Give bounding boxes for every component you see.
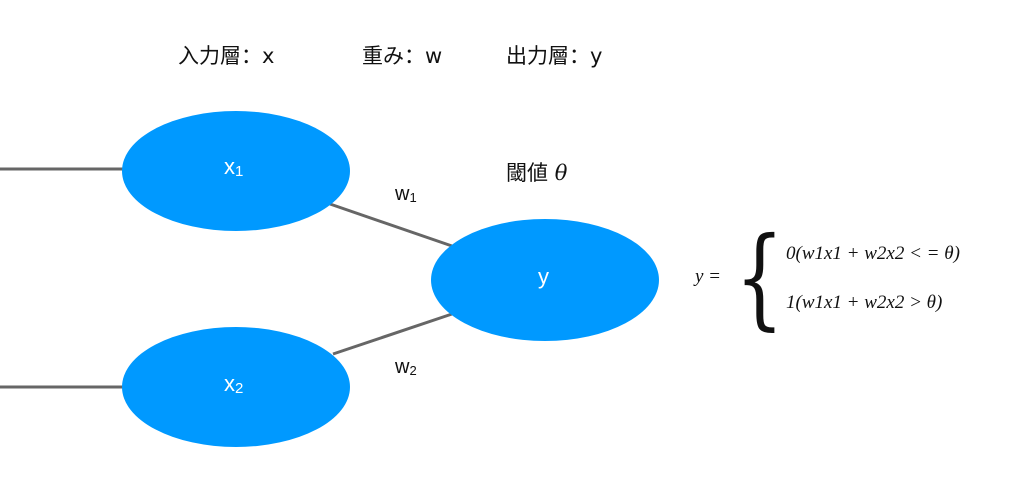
node-y-base: y (538, 264, 549, 289)
node-y (431, 219, 659, 341)
node-y-label: y (538, 264, 549, 290)
node-x1-sub: 1 (235, 163, 244, 180)
node-x1-base: x (224, 154, 235, 179)
weight-w2-sub: 2 (409, 363, 417, 378)
legend-output-layer: 出力層：y (506, 44, 603, 68)
node-x2-sub: 2 (235, 380, 244, 397)
weight-w2-base: w (395, 356, 410, 378)
formula-lhs: y = (695, 266, 722, 287)
legend-input-layer: 入力層：x (178, 44, 275, 68)
node-x1-label: x1 (224, 154, 243, 180)
edge-x1-y (329, 202, 453, 248)
node-x2-base: x (224, 371, 235, 396)
theta-symbol: θ (554, 161, 568, 185)
formula-case-0: 0(w1x1 + w2x2 < = θ) (786, 243, 960, 264)
threshold-label: 閾値 θ (506, 157, 567, 187)
formula-case-1: 1(w1x1 + w2x2 > θ) (786, 292, 943, 313)
weight-w1-label: w1 (395, 183, 417, 206)
legend-weight: 重み：w (362, 44, 443, 68)
edge-x2-y (332, 312, 453, 356)
weight-w1-base: w (395, 183, 410, 205)
node-x2 (122, 327, 350, 447)
node-x2-label: x2 (224, 371, 243, 397)
weight-w2-label: w2 (395, 356, 417, 379)
threshold-text: 閾値 (506, 161, 548, 185)
left-brace: { (735, 213, 784, 341)
weight-w1-sub: 1 (409, 190, 417, 205)
node-x1 (122, 111, 350, 231)
